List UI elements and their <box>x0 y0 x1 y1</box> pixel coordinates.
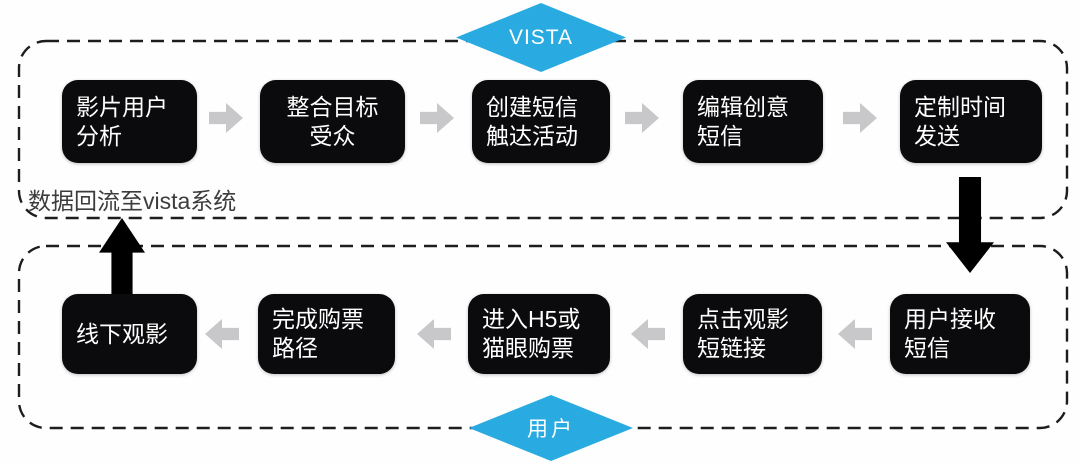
step-click-short-link: 点击观影 短链接 <box>683 294 822 374</box>
user-lane-label: 用户 <box>527 418 575 441</box>
vista-lane-frame <box>17 39 1069 220</box>
step-line: 发送 <box>914 122 960 149</box>
step-line: 短信 <box>904 335 950 361</box>
step-integrate-target-audience: 整合目标 受众 <box>260 80 405 163</box>
step-line: 点击观影 <box>697 306 789 332</box>
step-line: 触达活动 <box>486 122 578 149</box>
step-line: 分析 <box>76 122 122 149</box>
step-create-sms-campaign: 创建短信 触达活动 <box>472 80 610 163</box>
step-line: 短信 <box>697 122 743 149</box>
step-edit-creative-sms: 编辑创意 短信 <box>683 80 823 163</box>
step-line: 受众 <box>309 122 356 149</box>
vista-lane-label: VISTA <box>508 25 574 49</box>
step-offline-viewing: 线下观影 <box>62 294 197 374</box>
step-complete-purchase-path: 完成购票 路径 <box>258 294 395 374</box>
step-line: 路径 <box>272 335 318 361</box>
step-line: 用户接收 <box>904 306 996 332</box>
step-line: 整合目标 <box>286 93 379 120</box>
step-line: 定制时间 <box>914 93 1006 120</box>
step-line: 编辑创意 <box>697 93 789 120</box>
step-film-user-analysis: 影片用户 分析 <box>62 80 197 163</box>
step-line: 影片用户 <box>76 93 168 120</box>
step-line: 猫眼购票 <box>482 335 574 361</box>
step-line: 完成购票 <box>272 306 364 332</box>
step-user-receives-sms: 用户接收 短信 <box>890 294 1030 374</box>
step-scheduled-send: 定制时间 发送 <box>900 80 1042 163</box>
data-backflow-note: 数据回流至vista系统 <box>28 188 237 214</box>
step-line: 进入H5或 <box>482 306 581 332</box>
step-line: 短链接 <box>697 335 766 361</box>
step-line: 线下观影 <box>76 320 168 347</box>
step-enter-h5-or-maoyan: 进入H5或 猫眼购票 <box>468 294 610 374</box>
step-line: 创建短信 <box>486 93 578 120</box>
